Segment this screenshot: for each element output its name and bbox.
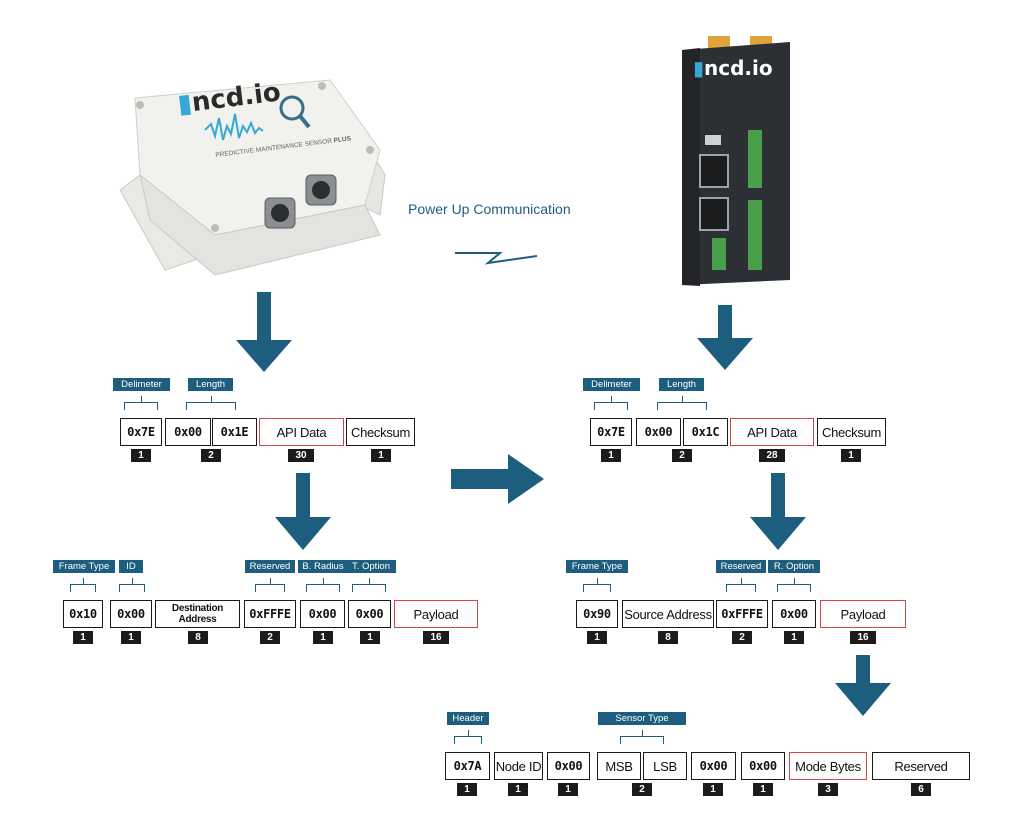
frame-field-api-data: API Data xyxy=(730,418,814,446)
count-badge: 1 xyxy=(841,449,861,462)
payload-field-node-id: Node ID xyxy=(494,752,543,780)
count-badge: 1 xyxy=(601,449,621,462)
count-badge: 16 xyxy=(850,631,876,644)
count-badge: 30 xyxy=(288,449,314,462)
api-field-payload: Payload xyxy=(394,600,478,628)
api-field-reserved: 0xFFFE xyxy=(716,600,768,628)
bracket-sensor-type xyxy=(620,730,664,744)
frame-field-checksum: Checksum xyxy=(817,418,886,446)
count-badge: 1 xyxy=(73,631,93,644)
count-badge: 1 xyxy=(313,631,333,644)
count-badge: 1 xyxy=(753,783,773,796)
payload-field-byte-b: 0x00 xyxy=(741,752,785,780)
count-badge: 2 xyxy=(632,783,652,796)
count-badge: 6 xyxy=(911,783,931,796)
label-sensor-type: Sensor Type xyxy=(598,712,686,725)
frame-field-checksum: Checksum xyxy=(346,418,415,446)
bracket-delimeter xyxy=(594,396,628,410)
label-reserved: Reserved xyxy=(245,560,295,573)
api-field-payload: Payload xyxy=(820,600,906,628)
payload-field-sensor-type-msb: MSB xyxy=(597,752,641,780)
count-badge: 28 xyxy=(759,449,785,462)
count-badge: 1 xyxy=(360,631,380,644)
api-field-reserved: 0xFFFE xyxy=(244,600,296,628)
bracket-length xyxy=(186,396,236,410)
label-header: Header xyxy=(447,712,489,725)
label-reserved: Reserved xyxy=(716,560,766,573)
flow-arrows xyxy=(236,292,891,716)
gateway-logo: ▮ncd.io xyxy=(693,56,773,80)
count-badge: 3 xyxy=(818,783,838,796)
count-badge: 1 xyxy=(371,449,391,462)
count-badge: 1 xyxy=(703,783,723,796)
diagram-title: Power Up Communication xyxy=(408,201,571,217)
api-field-frame-type: 0x10 xyxy=(63,600,103,628)
label-delimeter: Delimeter xyxy=(583,378,640,391)
label-frame-type: Frame Type xyxy=(566,560,628,573)
label-id: ID xyxy=(119,560,143,573)
bracket-length xyxy=(657,396,707,410)
count-badge: 1 xyxy=(457,783,477,796)
frame-field-length-lsb: 0x1E xyxy=(212,418,257,446)
count-badge: 2 xyxy=(672,449,692,462)
count-badge: 2 xyxy=(260,631,280,644)
api-field-frame-type: 0x90 xyxy=(576,600,618,628)
frame-field-delimiter: 0x7E xyxy=(120,418,162,446)
count-badge: 1 xyxy=(508,783,528,796)
bracket-frame-type xyxy=(583,578,611,592)
label-length: Length xyxy=(188,378,233,391)
bracket-r-option xyxy=(777,578,811,592)
label-length: Length xyxy=(659,378,704,391)
api-field-broadcast-radius: 0x00 xyxy=(300,600,345,628)
label-t-option: T. Option xyxy=(346,560,396,573)
count-badge: 1 xyxy=(121,631,141,644)
frame-field-length-msb: 0x00 xyxy=(165,418,211,446)
label-frame-type: Frame Type xyxy=(53,560,115,573)
api-field-id: 0x00 xyxy=(110,600,152,628)
payload-field-mode-bytes: Mode Bytes xyxy=(789,752,867,780)
frame-field-api-data: API Data xyxy=(259,418,344,446)
count-badge: 16 xyxy=(423,631,449,644)
api-field-transmit-option: 0x00 xyxy=(348,600,391,628)
api-field-receive-option: 0x00 xyxy=(772,600,816,628)
api-field-source-address: Source Address xyxy=(622,600,714,628)
bracket-t-option xyxy=(352,578,386,592)
frame-field-delimiter: 0x7E xyxy=(590,418,632,446)
bracket-delimeter xyxy=(124,396,158,410)
label-delimeter: Delimeter xyxy=(113,378,170,391)
bracket-id xyxy=(119,578,145,592)
bracket-frame-type xyxy=(70,578,96,592)
count-badge: 1 xyxy=(784,631,804,644)
label-b-radius: B. Radius xyxy=(298,560,348,573)
count-badge: 2 xyxy=(732,631,752,644)
api-field-destination-address: Destination Address xyxy=(155,600,240,628)
count-badge: 1 xyxy=(587,631,607,644)
payload-field-reserved: Reserved xyxy=(872,752,970,780)
bracket-reserved xyxy=(255,578,285,592)
payload-field-header: 0x7A xyxy=(445,752,490,780)
count-badge: 8 xyxy=(658,631,678,644)
bracket-reserved xyxy=(726,578,756,592)
payload-field-firmware: 0x00 xyxy=(547,752,590,780)
count-badge: 2 xyxy=(201,449,221,462)
count-badge: 1 xyxy=(131,449,151,462)
payload-field-sensor-type-lsb: LSB xyxy=(643,752,687,780)
count-badge: 8 xyxy=(188,631,208,644)
bracket-header xyxy=(454,730,482,744)
payload-field-byte-a: 0x00 xyxy=(691,752,736,780)
gateway-device-image xyxy=(682,36,790,286)
wireless-link-icon xyxy=(455,252,538,265)
sensor-device-image xyxy=(119,79,386,276)
bracket-b-radius xyxy=(306,578,340,592)
count-badge: 1 xyxy=(558,783,578,796)
frame-field-length-msb: 0x00 xyxy=(636,418,681,446)
label-r-option: R. Option xyxy=(768,560,820,573)
frame-field-length-lsb: 0x1C xyxy=(683,418,728,446)
